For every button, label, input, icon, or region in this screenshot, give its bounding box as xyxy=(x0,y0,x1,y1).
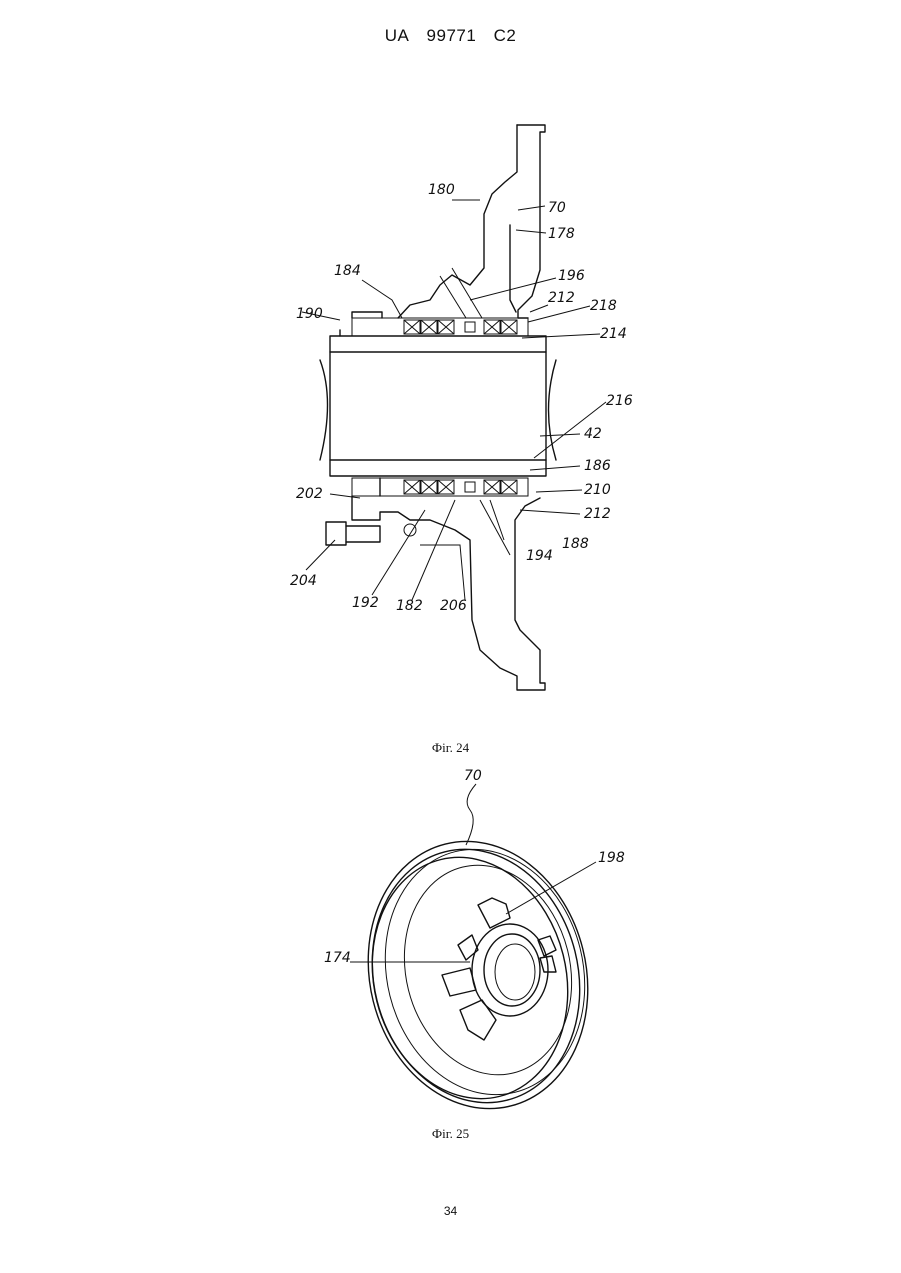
fig24-label: 210 xyxy=(584,482,611,498)
fig24-label: 190 xyxy=(296,306,323,322)
fig24-label: 216 xyxy=(606,393,633,409)
fig24-label: 188 xyxy=(562,536,589,552)
lower-bearing-rollers xyxy=(404,480,517,494)
figure-24-caption: Фіг. 24 xyxy=(0,740,901,756)
fig24-label: 204 xyxy=(290,573,317,589)
page-number: 34 xyxy=(0,1204,901,1218)
fig24-label: 180 xyxy=(428,182,455,198)
fig24-drawing: 180 70 178 184 196 212 218 190 214 216 4… xyxy=(290,125,633,690)
fig24-label: 212 xyxy=(584,506,611,522)
fig24-label: 192 xyxy=(352,595,379,611)
fig24-label: 212 xyxy=(548,290,575,306)
fig25-drawing: 70 198 174 xyxy=(324,768,625,1132)
figure-25-caption: Фіг. 25 xyxy=(0,1126,901,1142)
fig24-label: 196 xyxy=(558,268,585,284)
fig24-label: 182 xyxy=(396,598,423,614)
fig25-label: 198 xyxy=(598,850,625,866)
fig25-label: 174 xyxy=(324,950,351,966)
fig24-label: 194 xyxy=(526,548,553,564)
fig24-label: 178 xyxy=(548,226,575,242)
fig24-label: 214 xyxy=(600,326,627,342)
upper-bearing-rollers xyxy=(404,320,517,334)
fig24-label: 42 xyxy=(584,426,602,442)
fig25-label: 70 xyxy=(464,768,482,784)
fig24-label: 206 xyxy=(440,598,467,614)
fig24-label: 218 xyxy=(590,298,617,314)
fig24-label: 184 xyxy=(334,263,361,279)
fig24-label: 202 xyxy=(296,486,323,502)
fig24-label: 186 xyxy=(584,458,611,474)
fig24-label: 70 xyxy=(548,200,566,216)
